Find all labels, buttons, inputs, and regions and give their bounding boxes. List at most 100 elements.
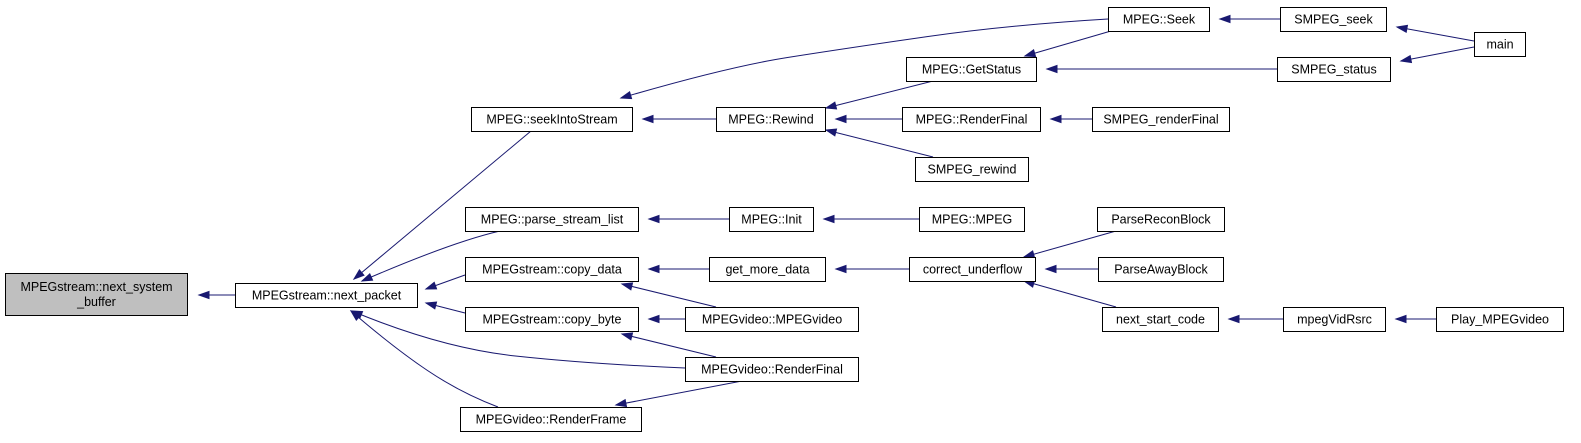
node-box — [1277, 57, 1391, 82]
node-MPEGvideo_ctor[interactable]: MPEGvideo::MPEGvideo — [685, 307, 859, 332]
edge-SMPEG_renderFinal-to-MPEG_RenderFinal — [1049, 114, 1092, 124]
node-ParseReconBlock[interactable]: ParseReconBlock — [1097, 207, 1225, 232]
arrowhead-icon — [620, 332, 634, 341]
node-box — [915, 157, 1029, 182]
node-Seek[interactable]: MPEG::Seek — [1108, 7, 1210, 32]
node-box — [1098, 257, 1224, 282]
edge-get_more_data-to-copy_data — [647, 264, 709, 274]
node-Play_MPEGvideo[interactable]: Play_MPEGvideo — [1436, 307, 1564, 332]
edge-line — [825, 80, 934, 109]
node-next_start_code[interactable]: next_start_code — [1102, 307, 1219, 332]
arrowhead-icon — [1045, 64, 1058, 74]
edge-line — [350, 310, 499, 408]
node-MPEGvideo_RenderFinal[interactable]: MPEGvideo::RenderFinal — [685, 357, 859, 382]
node-box — [902, 107, 1041, 132]
node-box — [465, 207, 639, 232]
node-MPEG_ctor[interactable]: MPEG::MPEG — [919, 207, 1025, 232]
node-label: main — [1486, 38, 1513, 52]
node-SMPEG_status[interactable]: SMPEG_status — [1277, 57, 1391, 82]
node-box — [1283, 307, 1386, 332]
edge-SMPEG_rewind-to-Rewind — [824, 128, 934, 158]
node-SMPEG_rewind[interactable]: SMPEG_rewind — [915, 157, 1029, 182]
arrowhead-icon — [350, 310, 364, 319]
node-next_system_buffer[interactable]: MPEGstream::next_system_buffer — [5, 273, 188, 316]
edge-Init-to-parse_stream_list — [647, 214, 729, 224]
edge-MPEGvideo_ctor-to-copy_data — [620, 282, 717, 308]
edge-line — [1023, 280, 1117, 308]
edge-next_start_code-to-correct_underflow — [1022, 279, 1117, 308]
node-box — [685, 307, 859, 332]
node-correct_underflow[interactable]: correct_underflow — [909, 257, 1036, 282]
arrowhead-icon — [1022, 250, 1036, 259]
node-box — [906, 57, 1037, 82]
arrowhead-icon — [1049, 114, 1062, 124]
node-label: ParseAwayBlock — [1114, 263, 1208, 277]
node-copy_data[interactable]: MPEGstream::copy_data — [465, 257, 639, 282]
node-label: MPEG::GetStatus — [922, 63, 1021, 77]
edge-line — [1024, 30, 1112, 57]
node-RenderFrame[interactable]: MPEGvideo::RenderFrame — [460, 407, 642, 432]
edge-ParseAwayBlock-to-correct_underflow — [1044, 264, 1098, 274]
edge-Rewind-to-seekIntoStream — [641, 114, 716, 124]
edge-line — [621, 333, 717, 358]
node-Rewind[interactable]: MPEG::Rewind — [716, 107, 826, 132]
arrowhead-icon — [1395, 24, 1409, 34]
node-box — [909, 257, 1036, 282]
node-next_packet[interactable]: MPEGstream::next_packet — [235, 283, 418, 308]
edge-seekIntoStream-to-next_packet — [352, 130, 532, 280]
node-SMPEG_renderFinal[interactable]: SMPEG_renderFinal — [1092, 107, 1230, 132]
edge-mpegVidRsrc-to-next_start_code — [1227, 314, 1283, 324]
edge-line — [1400, 46, 1475, 62]
node-GetStatus[interactable]: MPEG::GetStatus — [906, 57, 1037, 82]
edge-line — [621, 283, 717, 308]
edge-MPEGvideo_ctor-to-copy_byte — [647, 314, 685, 324]
node-label: SMPEG_status — [1291, 63, 1376, 77]
node-label: MPEGstream::next_packet — [252, 289, 402, 303]
node-label: _buffer — [76, 295, 116, 309]
node-label: Play_MPEGvideo — [1451, 313, 1549, 327]
arrowhead-icon — [424, 281, 438, 290]
arrowhead-icon — [834, 114, 847, 124]
edge-line — [353, 130, 532, 280]
arrowhead-icon — [824, 128, 838, 137]
node-ParseAwayBlock[interactable]: ParseAwayBlock — [1098, 257, 1224, 282]
arrowhead-icon — [1044, 264, 1057, 274]
node-SMPEG_seek[interactable]: SMPEG_seek — [1280, 7, 1387, 32]
arrowhead-icon — [1227, 314, 1240, 324]
arrowhead-icon — [824, 101, 838, 110]
edge-parse_stream_list-to-next_packet — [360, 230, 501, 282]
edge-line — [351, 310, 686, 369]
node-Init[interactable]: MPEG::Init — [729, 207, 814, 232]
node-get_more_data[interactable]: get_more_data — [709, 257, 826, 282]
node-label: SMPEG_renderFinal — [1103, 113, 1218, 127]
node-mpegVidRsrc[interactable]: mpegVidRsrc — [1283, 307, 1386, 332]
edge-MPEGvideo_RenderFinal-to-copy_byte — [620, 332, 717, 358]
node-label: MPEGvideo::MPEGvideo — [702, 313, 842, 327]
node-seekIntoStream[interactable]: MPEG::seekIntoStream — [471, 107, 633, 132]
node-box — [1474, 32, 1526, 57]
node-MPEG_RenderFinal[interactable]: MPEG::RenderFinal — [902, 107, 1041, 132]
arrowhead-icon — [197, 290, 210, 300]
edge-copy_byte-to-next_packet — [424, 301, 466, 314]
node-box — [465, 257, 639, 282]
node-box — [716, 107, 826, 132]
node-main[interactable]: main — [1474, 32, 1526, 57]
edge-GetStatus-to-Rewind — [824, 80, 934, 110]
node-box — [1092, 107, 1230, 132]
node-label: MPEG::Init — [741, 213, 802, 227]
node-box — [1108, 7, 1210, 32]
node-box — [471, 107, 633, 132]
node-parse_stream_list[interactable]: MPEG::parse_stream_list — [465, 207, 639, 232]
node-box — [685, 357, 859, 382]
node-copy_byte[interactable]: MPEGstream::copy_byte — [465, 307, 639, 332]
arrowhead-icon — [619, 91, 633, 100]
arrowhead-icon — [424, 301, 438, 310]
edge-main-to-SMPEG_status — [1399, 46, 1475, 64]
node-label: ParseReconBlock — [1111, 213, 1211, 227]
node-label: mpegVidRsrc — [1297, 313, 1372, 327]
edge-copy_data-to-next_packet — [424, 274, 466, 290]
edge-MPEGvideo_RenderFinal-to-next_packet — [350, 310, 686, 369]
node-label: MPEGvideo::RenderFrame — [476, 413, 627, 427]
